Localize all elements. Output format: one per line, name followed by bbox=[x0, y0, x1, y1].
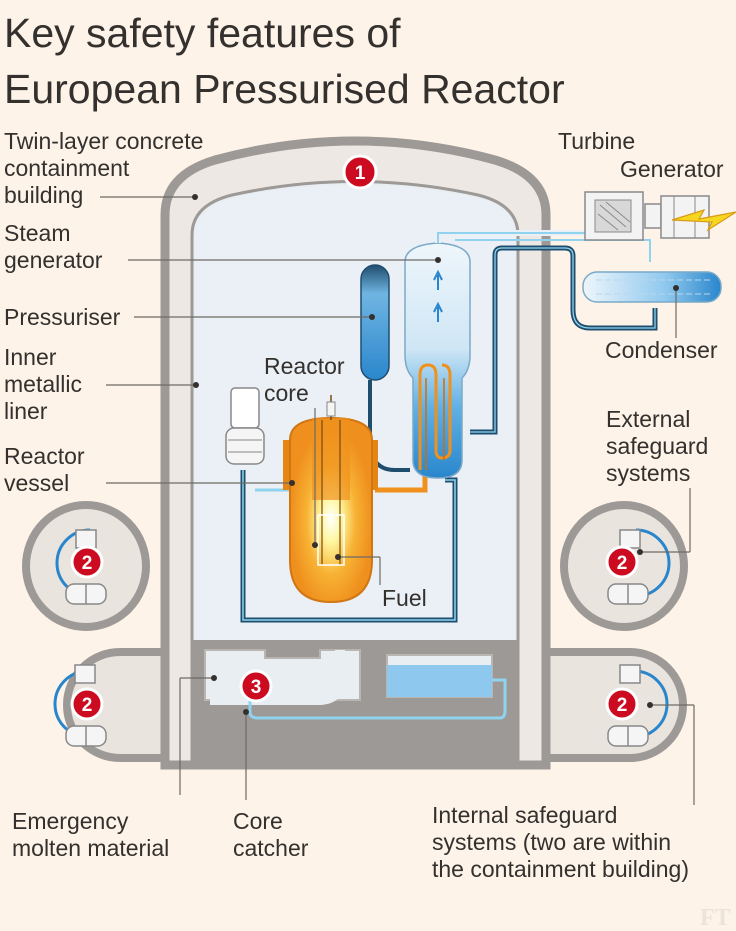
steam-generator bbox=[404, 242, 471, 479]
title-line-2: European Pressurised Reactor bbox=[4, 66, 565, 112]
svg-text:catcher: catcher bbox=[233, 835, 309, 861]
leader-lines bbox=[100, 194, 695, 805]
svg-text:External: External bbox=[606, 406, 690, 432]
badge-core-catcher: 3 bbox=[239, 669, 273, 703]
svg-text:2: 2 bbox=[82, 695, 93, 716]
badge-containment: 1 bbox=[342, 154, 378, 190]
svg-text:3: 3 bbox=[251, 677, 262, 698]
badge-safeguard-left-lower: 2 bbox=[70, 687, 104, 721]
badge-safeguard-right-lower: 2 bbox=[605, 687, 639, 721]
svg-text:the containment building): the containment building) bbox=[432, 856, 689, 882]
svg-text:Core: Core bbox=[233, 808, 283, 834]
core-catcher-chamber bbox=[204, 649, 361, 705]
svg-text:liner: liner bbox=[4, 398, 48, 424]
condenser bbox=[582, 271, 722, 303]
label-emergency-molten: Emergency molten material bbox=[12, 808, 169, 861]
label-turbine: Turbine bbox=[558, 128, 635, 154]
label-core-catcher: Core catcher bbox=[233, 808, 309, 861]
label-condenser: Condenser bbox=[605, 337, 718, 363]
badge-safeguard-right-upper: 2 bbox=[605, 545, 639, 579]
label-inner-liner: Inner metallic liner bbox=[4, 344, 82, 424]
label-steam-generator: Steam generator bbox=[4, 220, 103, 273]
svg-text:2: 2 bbox=[617, 553, 628, 574]
reactor-vessel bbox=[283, 395, 378, 604]
svg-text:generator: generator bbox=[4, 247, 103, 273]
svg-text:Emergency: Emergency bbox=[12, 808, 129, 834]
svg-text:building: building bbox=[4, 182, 83, 208]
label-reactor-vessel: Reactor vessel bbox=[4, 443, 85, 496]
svg-text:2: 2 bbox=[617, 695, 628, 716]
label-reactor-core: Reactor core bbox=[264, 353, 345, 406]
svg-text:Steam: Steam bbox=[4, 220, 70, 246]
catcher-pipe bbox=[248, 678, 507, 720]
label-pressuriser: Pressuriser bbox=[4, 304, 121, 330]
svg-text:containment: containment bbox=[4, 155, 130, 181]
svg-text:Inner: Inner bbox=[4, 344, 57, 370]
label-fuel: Fuel bbox=[382, 585, 427, 611]
water-tank bbox=[386, 654, 493, 698]
svg-text:core: core bbox=[264, 380, 309, 406]
svg-text:systems: systems bbox=[606, 460, 690, 486]
svg-text:Reactor: Reactor bbox=[264, 353, 345, 379]
label-internal-safeguard: Internal safeguard systems (two are with… bbox=[432, 802, 689, 882]
label-generator: Generator bbox=[620, 156, 724, 182]
pressuriser-tank bbox=[360, 264, 390, 381]
svg-text:vessel: vessel bbox=[4, 470, 69, 496]
steam-piping bbox=[435, 230, 658, 435]
svg-text:metallic: metallic bbox=[4, 371, 82, 397]
badge-safeguard-left-upper: 2 bbox=[70, 545, 104, 579]
reactor-coolant-pump bbox=[225, 387, 265, 465]
svg-text:Internal safeguard: Internal safeguard bbox=[432, 802, 617, 828]
svg-text:2: 2 bbox=[82, 553, 93, 574]
svg-text:Twin-layer concrete: Twin-layer concrete bbox=[4, 128, 203, 154]
svg-text:safeguard: safeguard bbox=[606, 433, 708, 459]
svg-text:1: 1 bbox=[355, 163, 366, 184]
ft-watermark: FT bbox=[700, 905, 731, 931]
svg-text:molten material: molten material bbox=[12, 835, 169, 861]
title-line-1: Key safety features of bbox=[4, 10, 401, 56]
turbine bbox=[584, 191, 644, 241]
label-external-safeguard: External safeguard systems bbox=[606, 406, 708, 486]
svg-text:Reactor: Reactor bbox=[4, 443, 85, 469]
label-containment: Twin-layer concrete containment building bbox=[4, 128, 203, 208]
electricity-bolt-icon bbox=[671, 208, 736, 232]
svg-text:systems (two are within: systems (two are within bbox=[432, 829, 671, 855]
internal-safeguard-pod-left bbox=[53, 648, 194, 762]
